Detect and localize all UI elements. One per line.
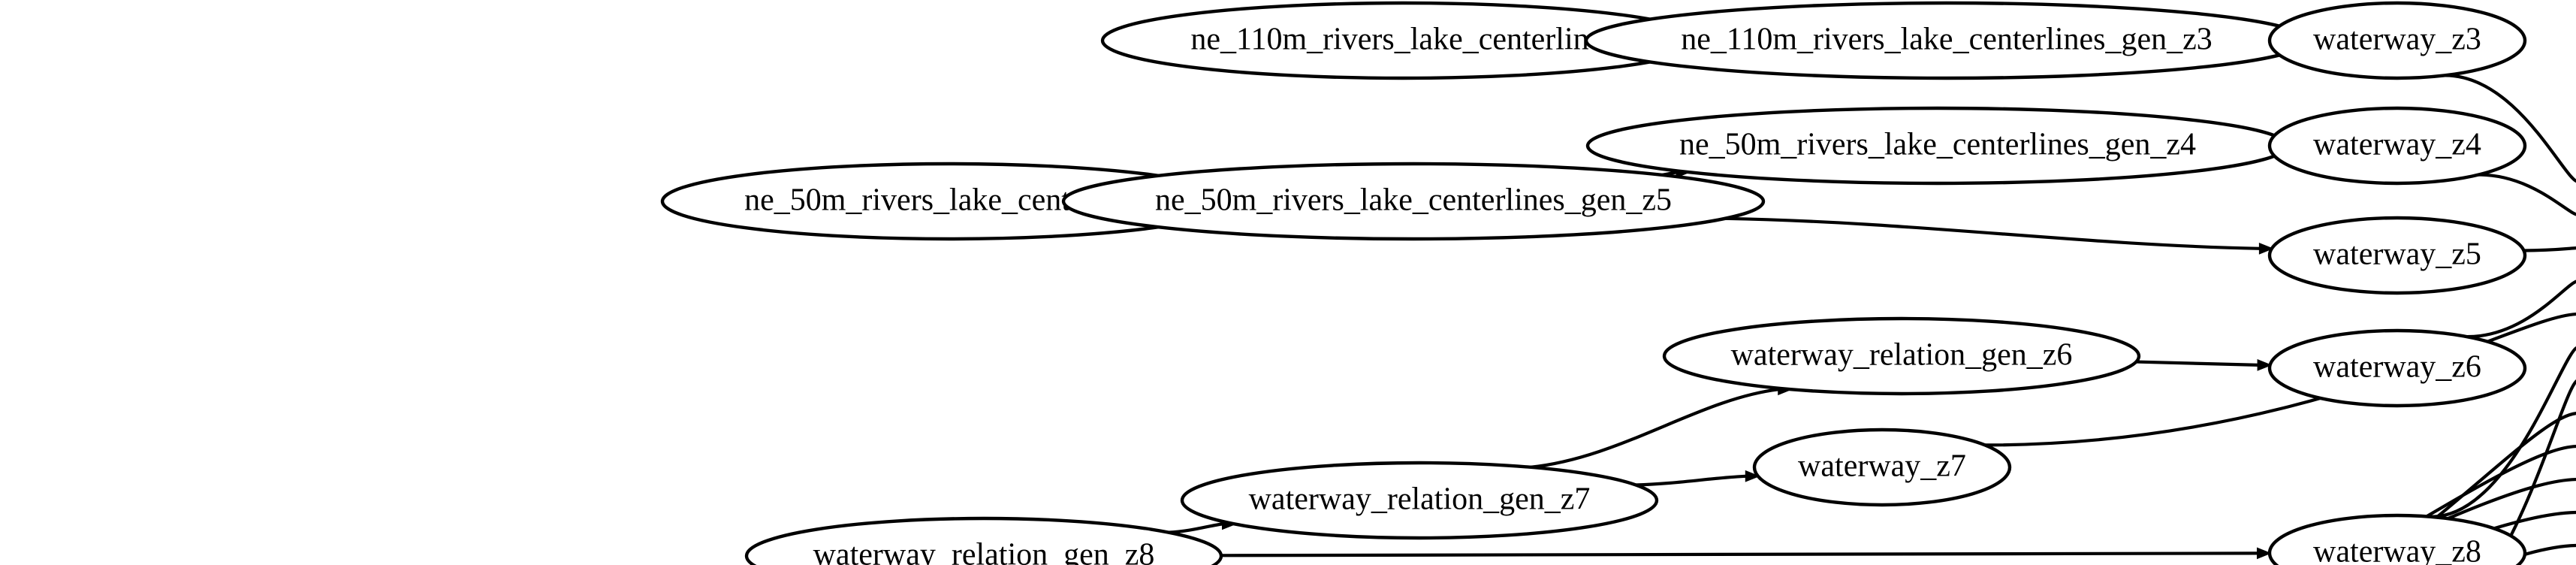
node-ne_50m_rivers_lake_centerlines_gen_z4[interactable]: ne_50m_rivers_lake_centerlines_gen_z4 — [1585, 106, 2290, 186]
node-shape — [2267, 328, 2527, 408]
node-shape — [744, 516, 1223, 565]
edge-arrowhead — [2258, 242, 2274, 255]
node-label: ne_110m_rivers_lake_centerlines_gen_z3 — [1681, 23, 2213, 57]
edge-waterway_z10-to-layer_waterway-z10 — [2373, 412, 2576, 565]
node-ne_110m_rivers_lake_centerlines[interactable]: ne_110m_rivers_lake_centerlines — [1100, 1, 1706, 80]
edge-waterway_relation_gen_z8-to-waterway_z8 — [1220, 551, 2258, 557]
edge-waterway_z8-to-layer_waterway-z8 — [2431, 346, 2576, 518]
edge-waterway_relation_gen_z8-to-waterway_relation_gen_z7 — [1168, 522, 1223, 534]
edge-waterway_relation_gen_z7-to-waterway_z7 — [1635, 474, 1747, 487]
edge-waterway_z5-to-layer_waterway-z5 — [2523, 246, 2576, 252]
edge-arrowhead — [2257, 547, 2272, 560]
node-waterway_z4[interactable]: waterway_z4 — [2267, 106, 2527, 186]
node-shape — [2267, 216, 2527, 295]
node-shape — [1752, 428, 2012, 507]
node-label: waterway_z3 — [2313, 23, 2481, 57]
node-waterway_z5[interactable]: waterway_z5 — [2267, 216, 2527, 295]
node-ne_50m_rivers_lake_centerlines_gen_z5[interactable]: ne_50m_rivers_lake_centerlines_gen_z5 — [1061, 162, 1766, 241]
node-waterway_relation_gen_z7[interactable]: waterway_relation_gen_z7 — [1180, 461, 1659, 540]
node-label: waterway_relation_gen_z7 — [1249, 482, 1591, 517]
node-waterway_z8[interactable]: waterway_z8 — [2267, 513, 2527, 565]
node-shape — [1662, 316, 2141, 396]
node-label: ne_50m_rivers_lake_centerlines_gen_z5 — [1155, 183, 1672, 218]
node-label: ne_110m_rivers_lake_centerlines — [1190, 23, 1615, 57]
edge-arrowhead — [1745, 470, 1760, 482]
node-shape — [1061, 162, 1766, 241]
edge-waterway_z4-to-layer_waterway-z4 — [2478, 173, 2576, 216]
node-label: ne_50m_rivers_lake_centerlines_gen_z4 — [1679, 128, 2196, 162]
edge-ne_50m_rivers_lake_centerlines_gen_z5-to-waterway_z5 — [1724, 216, 2261, 250]
edge-waterway_z12-to-layer_waterway-z12 — [2339, 478, 2576, 565]
edge-waterway_z11-to-layer_waterway-z11 — [2339, 445, 2576, 565]
node-waterway_z6[interactable]: waterway_z6 — [2267, 328, 2527, 408]
node-waterway_z7[interactable]: waterway_z7 — [1752, 428, 2012, 507]
node-label: waterway_relation_gen_z8 — [813, 538, 1155, 565]
edge-waterway_z6-to-layer_waterway-z6 — [2467, 279, 2576, 339]
node-shape — [2267, 1, 2527, 80]
node-label: waterway_z5 — [2313, 237, 2481, 272]
node-waterway_relation_gen_z6[interactable]: waterway_relation_gen_z6 — [1662, 316, 2141, 396]
node-label: waterway_z6 — [2313, 350, 2481, 385]
edge-waterway_relation_gen_z6-to-waterway_z6 — [2136, 360, 2259, 367]
edge-arrowhead — [2257, 359, 2273, 371]
node-shape — [2267, 513, 2527, 565]
node-label: waterway_z7 — [1798, 449, 1966, 484]
node-label: waterway_z8 — [2313, 535, 2481, 565]
edge-waterway_z3-to-layer_waterway-z3 — [2445, 74, 2576, 183]
nodes-layer: imposm3osm_waterway_relationosm_waterway… — [660, 1, 2527, 565]
node-label: waterway_z4 — [2313, 128, 2481, 162]
node-shape — [1180, 461, 1659, 540]
edge-waterway_z9-to-layer_waterway-z9 — [2493, 379, 2576, 565]
edge-waterway_relation_gen_z7-to-waterway_relation_gen_z6 — [1530, 388, 1780, 469]
node-waterway_relation_gen_z8[interactable]: waterway_relation_gen_z8 — [744, 516, 1223, 565]
node-ne_110m_rivers_lake_centerlines_gen_z3[interactable]: ne_110m_rivers_lake_centerlines_gen_z3 — [1584, 1, 2309, 80]
node-waterway_z3[interactable]: waterway_z3 — [2267, 1, 2527, 80]
node-shape — [2267, 106, 2527, 186]
node-label: waterway_relation_gen_z6 — [1731, 338, 2073, 373]
